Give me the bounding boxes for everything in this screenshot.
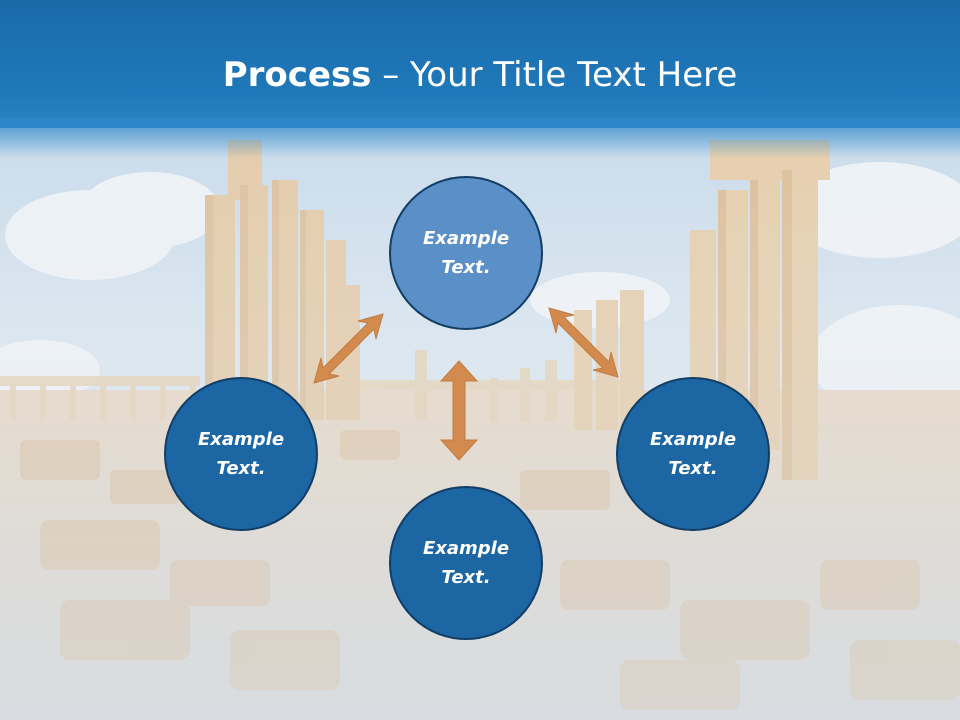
process-node-bottom: Example Text. [389,486,543,640]
process-node-top-label: Example Text. [422,228,510,278]
process-node-bottom-label: Example Text. [422,538,510,588]
process-node-left: Example Text. [164,377,318,531]
title-bar-fade [0,118,960,158]
slide-title-bold: Process [222,55,372,95]
process-node-top: Example Text. [389,176,543,330]
process-node-right-label: Example Text. [649,429,737,479]
slide-title-rest: – Your Title Text Here [371,55,738,95]
process-node-right: Example Text. [616,377,770,531]
slide-title: Process – Your Title Text Here [0,52,960,98]
title-bar [0,0,960,128]
process-node-left-label: Example Text. [197,429,285,479]
